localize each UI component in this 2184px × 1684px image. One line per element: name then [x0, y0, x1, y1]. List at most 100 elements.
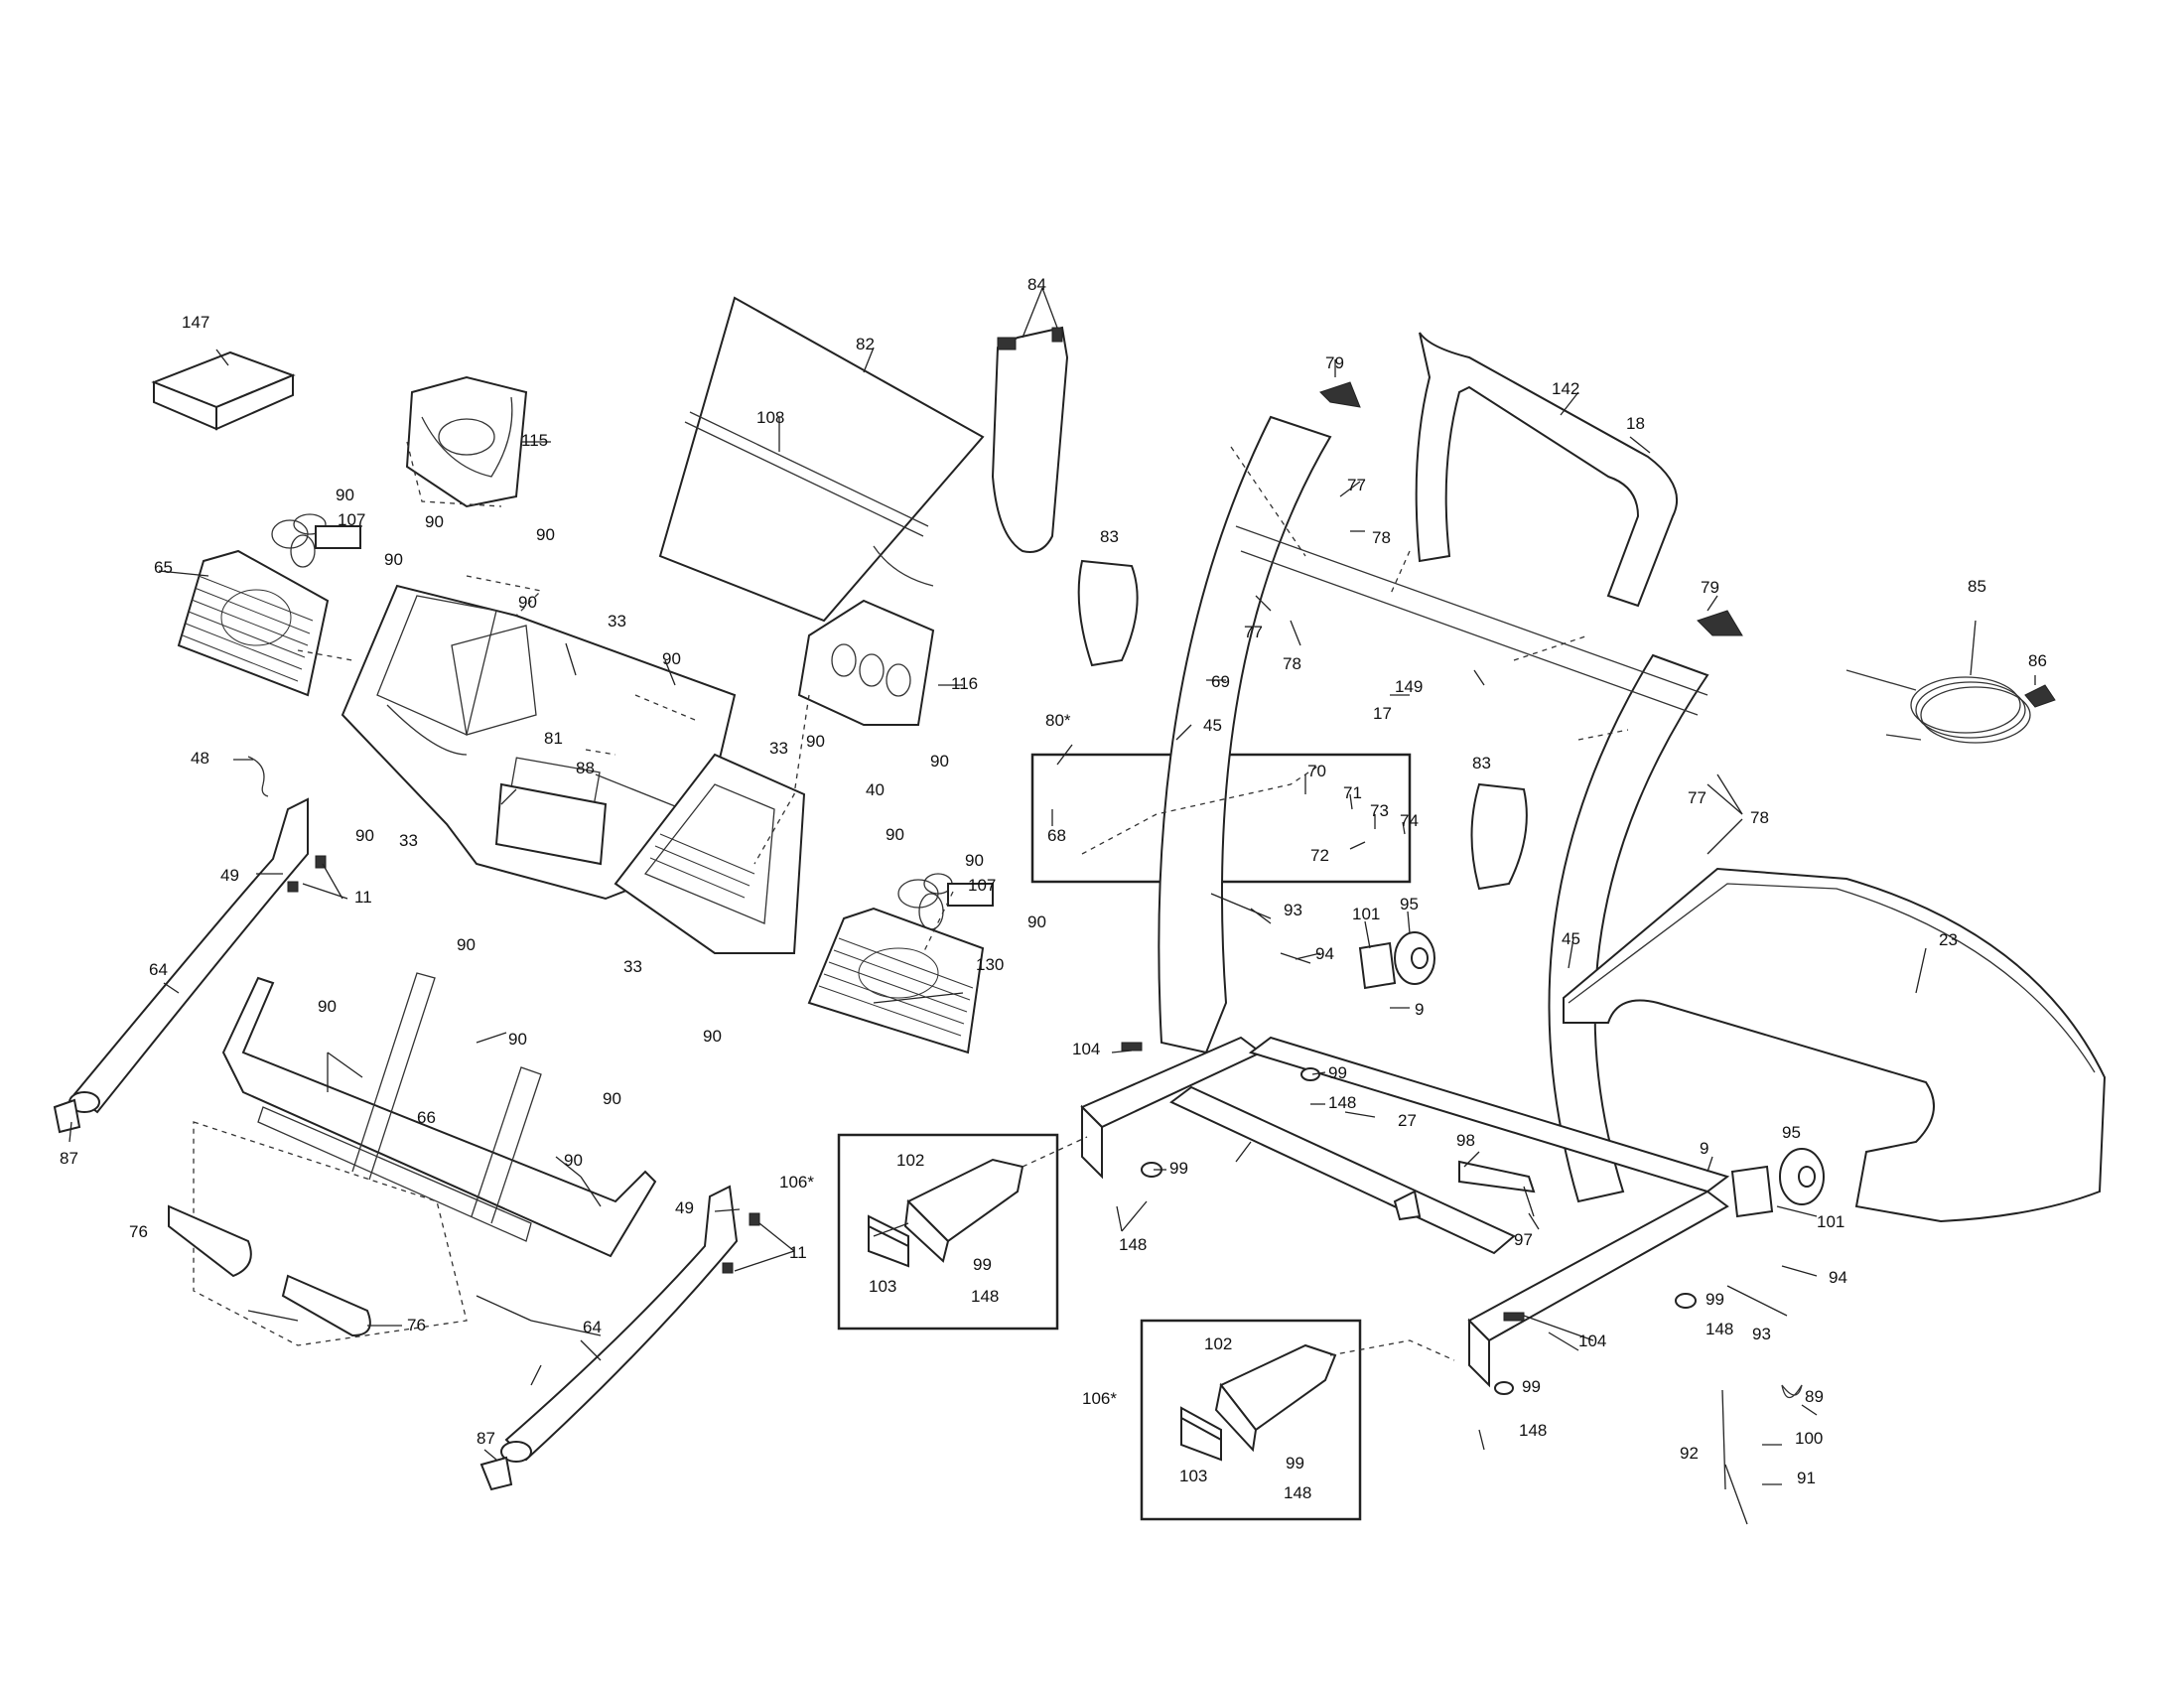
label-92: 92 — [1680, 1444, 1699, 1463]
label-106star: 106* — [779, 1173, 814, 1192]
label-33: 33 — [608, 612, 626, 631]
label-100: 100 — [1795, 1429, 1824, 1448]
label-115: 115 — [521, 431, 549, 450]
label-69: 69 — [1211, 672, 1230, 691]
label-77: 77 — [1244, 623, 1263, 641]
part-79-cap-a — [1319, 381, 1361, 408]
part-147-box — [151, 351, 296, 431]
part-89-clip — [1781, 1384, 1803, 1399]
label-116: 116 — [951, 674, 979, 693]
label-103: 103 — [869, 1277, 897, 1296]
part-86-plug — [2024, 684, 2056, 708]
label-71: 71 — [1343, 783, 1362, 802]
part-103-end-plug-left — [868, 1214, 909, 1268]
label-101: 101 — [1352, 905, 1381, 923]
part-79-cap-b — [1697, 610, 1743, 636]
label-48: 48 — [191, 749, 209, 768]
part-103-end-plug-right — [1180, 1406, 1222, 1462]
label-90: 90 — [425, 512, 444, 531]
label-17: 17 — [1373, 704, 1392, 723]
label-77: 77 — [1347, 476, 1366, 494]
part-48-wire — [247, 756, 269, 797]
label-99: 99 — [1169, 1159, 1188, 1178]
label-90: 90 — [703, 1027, 722, 1046]
label-33: 33 — [399, 831, 418, 850]
label-65: 65 — [154, 558, 173, 577]
label-49: 49 — [220, 866, 239, 885]
label-78: 78 — [1750, 808, 1769, 827]
label-97: 97 — [1514, 1230, 1533, 1249]
part-main-frame — [1080, 1036, 1730, 1388]
label-64: 64 — [149, 960, 168, 979]
label-49: 49 — [675, 1198, 694, 1217]
part-93-bolt-b — [1726, 1285, 1788, 1317]
part-99-foot-b — [1300, 1067, 1320, 1081]
label-148: 148 — [1284, 1483, 1312, 1502]
part-64-upright-left — [53, 797, 327, 1134]
part-99-foot-c — [1675, 1293, 1697, 1309]
label-87: 87 — [60, 1149, 78, 1168]
part-76-end-cap-a — [168, 1204, 252, 1278]
label-9: 9 — [1700, 1139, 1709, 1158]
part-107-fan-right — [897, 873, 994, 930]
label-86: 86 — [2028, 651, 2047, 670]
label-102: 102 — [1204, 1334, 1233, 1353]
label-107: 107 — [968, 876, 997, 895]
label-9: 9 — [1415, 1000, 1425, 1019]
label-76: 76 — [129, 1222, 148, 1241]
label-90: 90 — [1027, 912, 1046, 931]
label-93: 93 — [1752, 1325, 1771, 1343]
label-99: 99 — [1522, 1377, 1541, 1396]
label-107: 107 — [338, 510, 366, 529]
label-90: 90 — [336, 486, 354, 504]
label-33: 33 — [769, 739, 788, 758]
label-78: 78 — [1283, 654, 1301, 673]
label-23: 23 — [1939, 930, 1958, 949]
label-68: 68 — [1047, 826, 1066, 845]
part-76-end-cap-b — [281, 1274, 371, 1337]
label-84: 84 — [1027, 275, 1046, 294]
label-95: 95 — [1782, 1123, 1801, 1142]
label-99: 99 — [1706, 1290, 1724, 1309]
label-90: 90 — [886, 825, 904, 844]
label-90: 90 — [965, 851, 984, 870]
label-70: 70 — [1307, 762, 1326, 780]
part-66-base-frame — [193, 972, 657, 1346]
label-95: 95 — [1400, 895, 1419, 913]
part-104-tag-b — [1503, 1312, 1525, 1322]
label-148: 148 — [1706, 1320, 1734, 1338]
label-90: 90 — [806, 732, 825, 751]
label-91: 91 — [1797, 1469, 1816, 1487]
part-98-wire-harness — [1458, 1160, 1536, 1193]
part-92-tie — [1721, 1389, 1726, 1490]
label-94: 94 — [1315, 944, 1334, 963]
label-90: 90 — [603, 1089, 621, 1108]
label-130: 130 — [976, 955, 1005, 974]
label-90: 90 — [564, 1151, 583, 1170]
label-90: 90 — [355, 826, 374, 845]
label-90: 90 — [384, 550, 403, 569]
label-78: 78 — [1372, 528, 1391, 547]
label-98: 98 — [1456, 1131, 1475, 1150]
label-85: 85 — [1968, 577, 1986, 596]
part-95-knob-a — [1394, 931, 1435, 985]
part-85-power-cord — [1845, 669, 2031, 744]
part-18-handlebar — [1415, 332, 1678, 608]
label-102: 102 — [896, 1151, 925, 1170]
part-88-panel — [494, 782, 608, 866]
part-115-bracket — [405, 375, 528, 508]
part-97-bolt — [1523, 1186, 1535, 1217]
label-83: 83 — [1100, 527, 1119, 546]
part-101-bracket-a — [1358, 941, 1397, 990]
label-18: 18 — [1626, 414, 1645, 433]
label-90: 90 — [457, 935, 476, 954]
label-45: 45 — [1203, 716, 1222, 735]
label-87: 87 — [477, 1429, 495, 1448]
label-99: 99 — [1328, 1063, 1347, 1082]
label-83: 83 — [1472, 754, 1491, 772]
label-73: 73 — [1370, 801, 1389, 820]
label-148: 148 — [1519, 1421, 1548, 1440]
part-83-cover-b — [1470, 782, 1528, 891]
part-94-bolt-b — [1781, 1265, 1818, 1277]
